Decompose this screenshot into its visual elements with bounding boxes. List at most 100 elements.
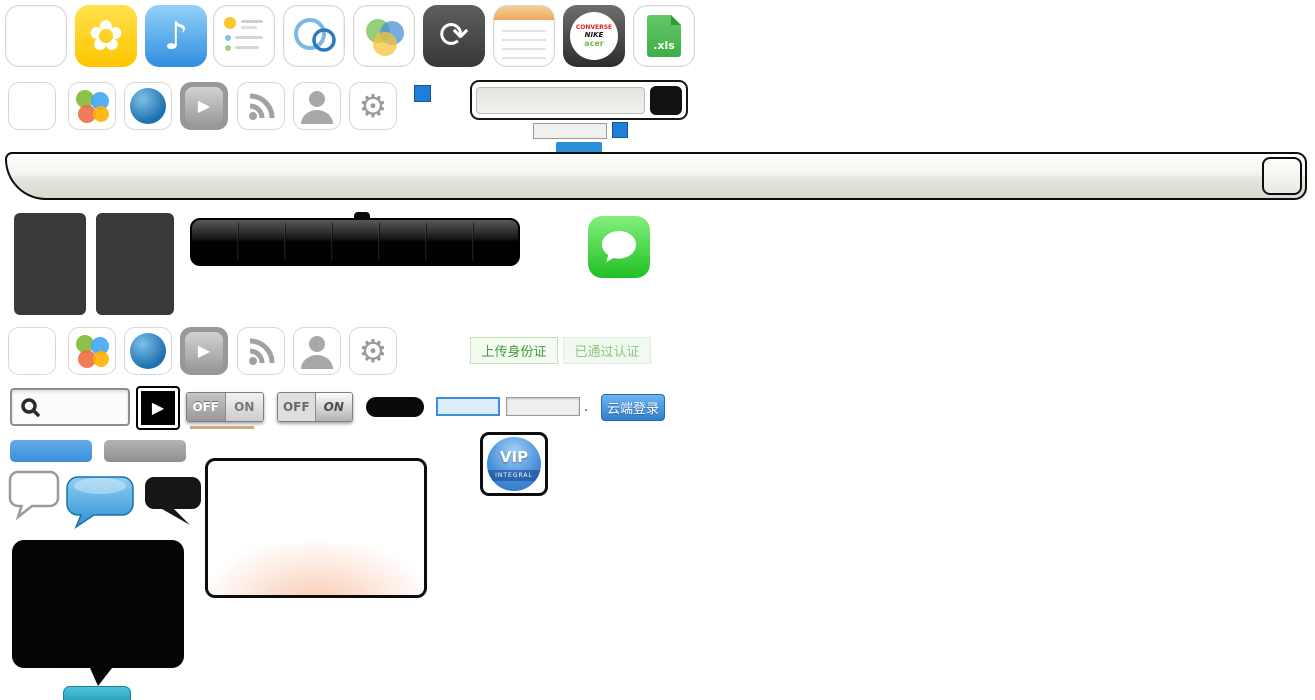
play-inner-square: ▶ (185, 87, 223, 125)
settings-app-icon[interactable]: ⚙ (349, 82, 397, 130)
settings-app-icon[interactable]: ⚙ (349, 327, 397, 375)
circles-app-icon[interactable] (283, 5, 345, 67)
play-button-small[interactable]: ▶ (136, 386, 180, 430)
rss-icon (249, 93, 275, 120)
messages-app-icon[interactable] (588, 216, 650, 278)
rss-app-icon[interactable] (237, 327, 285, 375)
venn-circles-icon (366, 19, 404, 56)
sync-arrows-icon: ⟳ (438, 15, 470, 56)
brand-converse-label: CONVERSE (575, 24, 613, 31)
upload-id-button[interactable]: 上传身份证 (470, 337, 558, 364)
mini-input-field[interactable] (533, 123, 607, 139)
notes-line (502, 57, 546, 59)
dialog-peach-glow (208, 543, 424, 595)
contact-app-icon[interactable] (293, 327, 341, 375)
toggle-off-half[interactable]: OFF (187, 393, 225, 421)
search-field-small[interactable] (10, 388, 130, 426)
play-icon: ▶ (151, 398, 165, 417)
verified-badge: 已通过认证 (563, 337, 651, 364)
xls-label: .xls (653, 39, 675, 52)
toggle-on-half[interactable]: ON (224, 393, 263, 421)
toggle-off-half[interactable]: OFF (278, 393, 315, 421)
play-icon: ▶ (197, 96, 211, 115)
search-input[interactable] (476, 86, 645, 114)
blue-swatch (414, 85, 431, 102)
black-pill (366, 397, 424, 417)
speech-bubble-black (145, 477, 201, 525)
brand-nike-label: NIKE (584, 31, 604, 39)
search-button[interactable] (650, 85, 682, 115)
blank-app-icon-small[interactable] (8, 327, 56, 375)
vip-subtitle: INTEGRAL (495, 472, 533, 479)
dark-slab (96, 213, 174, 315)
blank-app-icon[interactable] (5, 5, 67, 67)
xls-file-app-icon[interactable]: .xls (633, 5, 695, 67)
xls-fold-corner (671, 15, 681, 25)
speech-bubble-blue (66, 476, 134, 529)
segmented-black-bar (190, 212, 520, 266)
video-play-app-icon[interactable]: ▶ (180, 82, 228, 130)
segment-divider (472, 223, 474, 261)
period-mark: . (584, 400, 589, 415)
music-note-icon: ♪ (163, 14, 189, 58)
sync-app-icon[interactable]: ⟳ (423, 5, 485, 67)
list-app-icon[interactable] (213, 5, 275, 67)
color-circles-icon (76, 90, 109, 123)
mini-blue-box (612, 122, 628, 138)
color-circles-app-icon[interactable] (68, 327, 116, 375)
play-inner-square: ▶ (185, 332, 223, 370)
segmented-bar-tab (354, 212, 370, 220)
brands-app-icon[interactable]: CONVERSE NIKE acer (563, 5, 625, 67)
color-circles-app-icon[interactable] (68, 82, 116, 130)
blank-app-icon-small[interactable] (8, 82, 56, 130)
contact-app-icon[interactable] (293, 82, 341, 130)
toggle-switch-off-active[interactable]: OFF ON (186, 392, 264, 422)
dark-slab (14, 213, 86, 315)
dialog-panel (205, 458, 427, 598)
segment-divider (237, 223, 239, 261)
toolbar-end-cap (1262, 157, 1302, 195)
blue-button-blank[interactable] (10, 440, 92, 462)
person-icon (301, 91, 333, 124)
color-circles-icon (76, 335, 109, 368)
globe-icon (130, 88, 166, 124)
flower-icon: ✿ (88, 11, 124, 60)
segment-divider (425, 223, 427, 261)
brands-circle: CONVERSE NIKE acer (570, 12, 618, 60)
toggle-underline (190, 426, 254, 429)
vip-badge: VIP INTEGRAL (480, 432, 548, 496)
video-play-app-icon[interactable]: ▶ (180, 327, 228, 375)
notes-line (502, 48, 546, 50)
toggle-switch-on-active[interactable]: OFF ON (277, 392, 353, 422)
double-ring-icon (294, 18, 336, 52)
toggle-on-half[interactable]: ON (314, 393, 352, 421)
speech-bubble-white (8, 470, 60, 520)
cloud-login-button[interactable]: 云端登录 (601, 394, 665, 421)
music-app-icon[interactable]: ♪ (145, 5, 207, 67)
vip-title: VIP (499, 448, 529, 466)
gray-button-blank[interactable] (104, 440, 186, 462)
notes-header-strip (494, 6, 554, 20)
gear-icon: ⚙ (358, 332, 388, 370)
text-input-focused[interactable] (436, 397, 500, 416)
rss-icon (249, 338, 275, 365)
globe-app-icon[interactable] (124, 327, 172, 375)
photos-app-icon[interactable]: ✿ (75, 5, 137, 67)
text-input-plain[interactable] (506, 397, 580, 416)
globe-app-icon[interactable] (124, 82, 172, 130)
magnifier-icon (21, 398, 40, 417)
play-icon: ▶ (197, 341, 211, 360)
notes-app-icon[interactable] (493, 5, 555, 67)
list-lines-icon (224, 17, 263, 51)
vip-circle: VIP INTEGRAL (487, 437, 541, 491)
brand-acer-label: acer (584, 39, 604, 48)
notes-line (502, 39, 546, 41)
segment-divider (331, 223, 333, 261)
chat-bubble-icon (602, 231, 636, 262)
teal-button-stub[interactable] (63, 686, 131, 700)
notes-line (502, 30, 546, 32)
glossy-toolbar (5, 152, 1307, 200)
rss-app-icon[interactable] (237, 82, 285, 130)
venn-chat-app-icon[interactable] (353, 5, 415, 67)
